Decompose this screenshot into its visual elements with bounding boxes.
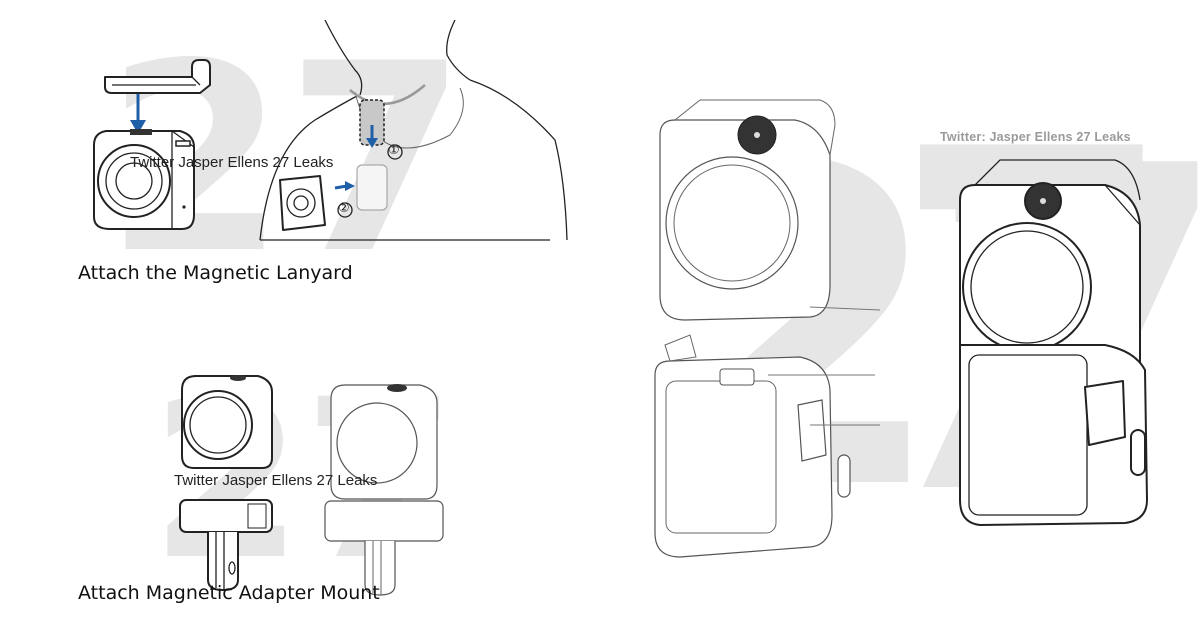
watermark-text-render: Twitter: Jasper Ellens 27 Leaks xyxy=(940,130,1131,144)
exploded-view-camera-illustration xyxy=(654,99,881,558)
magnetic-clip-illustration xyxy=(104,59,211,94)
caption-lanyard: Attach the Magnetic Lanyard xyxy=(78,262,353,284)
caption-adapter: Attach Magnetic Adapter Mount xyxy=(78,582,380,604)
step-1-label: ① xyxy=(388,143,400,158)
assembled-camera-render-illustration xyxy=(959,159,1148,526)
step-2-label: ② xyxy=(338,201,350,216)
person-with-lanyard-illustration xyxy=(259,19,568,241)
watermark-text-adapter: Twitter Jasper Ellens 27 Leaks xyxy=(174,472,378,489)
camera-unit-illustration xyxy=(93,129,195,230)
adapter-mount-illustration xyxy=(179,499,273,591)
camera-front-illustration xyxy=(181,375,273,469)
assembled-camera-adapter-illustration xyxy=(324,384,444,596)
arrow-down-icon xyxy=(130,94,146,134)
